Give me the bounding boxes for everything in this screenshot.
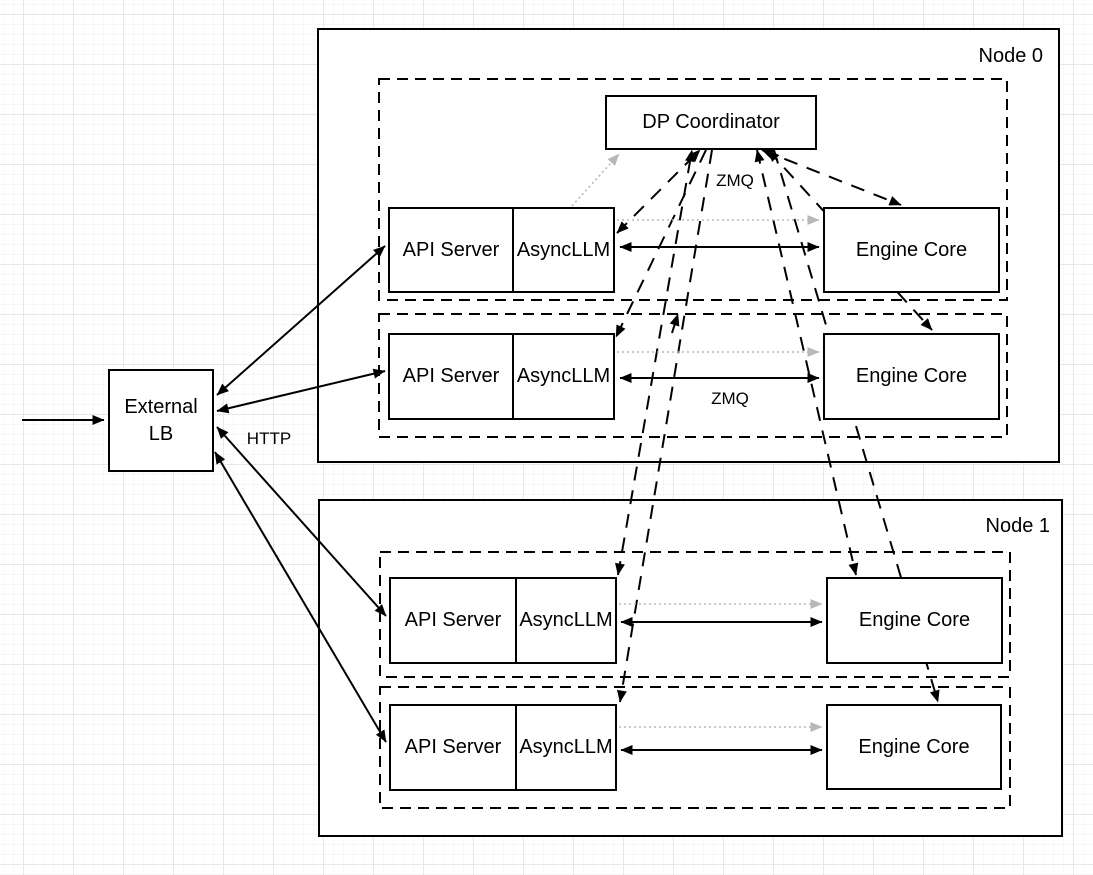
edge-lb-api-n1-1 [214,451,387,743]
node0-label: Node 0 [978,45,1044,67]
api-server-box-n0-1: API Server AsyncLLM [388,333,615,420]
api-server-box-n1-0: API Server AsyncLLM [389,577,617,664]
dp-coordinator-label: DP Coordinator [642,111,780,133]
node1-label: Node 1 [985,515,1051,537]
external-lb-label-line1: External [124,395,198,418]
asyncllm-label: AsyncLLM [516,365,611,387]
api-server-label: API Server [404,736,502,758]
edge-lb-api-n1-0 [216,426,387,617]
api-server-cell: API Server [390,335,512,418]
api-server-label: API Server [402,238,500,261]
engine-core-box-n1-1: Engine Core [826,704,1002,790]
asyncllm-label: AsyncLLM [519,609,613,631]
edge-lb-api-n0-1 [216,368,386,414]
asyncllm-cell: AsyncLLM [512,335,613,418]
edge-coord-asyncllm-n1-1 [616,149,713,703]
edge-asyncllm-up-arrowhead [669,313,680,334]
asyncllm-label: AsyncLLM [519,736,613,758]
engine-core-label: Engine Core [858,609,971,631]
http-label: HTTP [246,429,292,448]
api-server-label: API Server [402,365,500,387]
dotted-gray-links [571,153,823,732]
asyncllm-cell: AsyncLLM [515,706,615,789]
edge-coord-engine-n1-0 [754,149,859,576]
external-lb-box: External LB [108,369,214,472]
zmq-ipc-arrows [619,242,823,755]
asyncllm-cell: AsyncLLM [512,209,613,291]
api-server-cell: API Server [391,579,515,662]
api-server-cell: API Server [390,209,512,291]
external-lb-label-line2: LB [148,422,174,445]
edge-asyncllm-coord-dotted [571,153,620,207]
engine-core-label: Engine Core [855,365,968,387]
api-server-box-n0-0: API Server AsyncLLM [388,207,615,293]
asyncllm-label: AsyncLLM [516,238,611,261]
zmq-label-mid: ZMQ [711,389,749,408]
container-node1-proc1 [379,686,1011,809]
dp-coordinator-box: DP Coordinator [605,95,817,150]
asyncllm-cell: AsyncLLM [515,579,615,662]
lb-http-arrows [22,245,387,743]
zmq-label-top: ZMQ [716,171,754,190]
api-server-label: API Server [404,609,502,631]
engine-core-box-n1-0: Engine Core [826,577,1003,664]
api-server-cell: API Server [391,706,515,789]
api-server-box-n1-1: API Server AsyncLLM [389,704,617,791]
edge-lb-api-n0-0 [216,245,386,396]
engine-core-label: Engine Core [858,735,970,758]
